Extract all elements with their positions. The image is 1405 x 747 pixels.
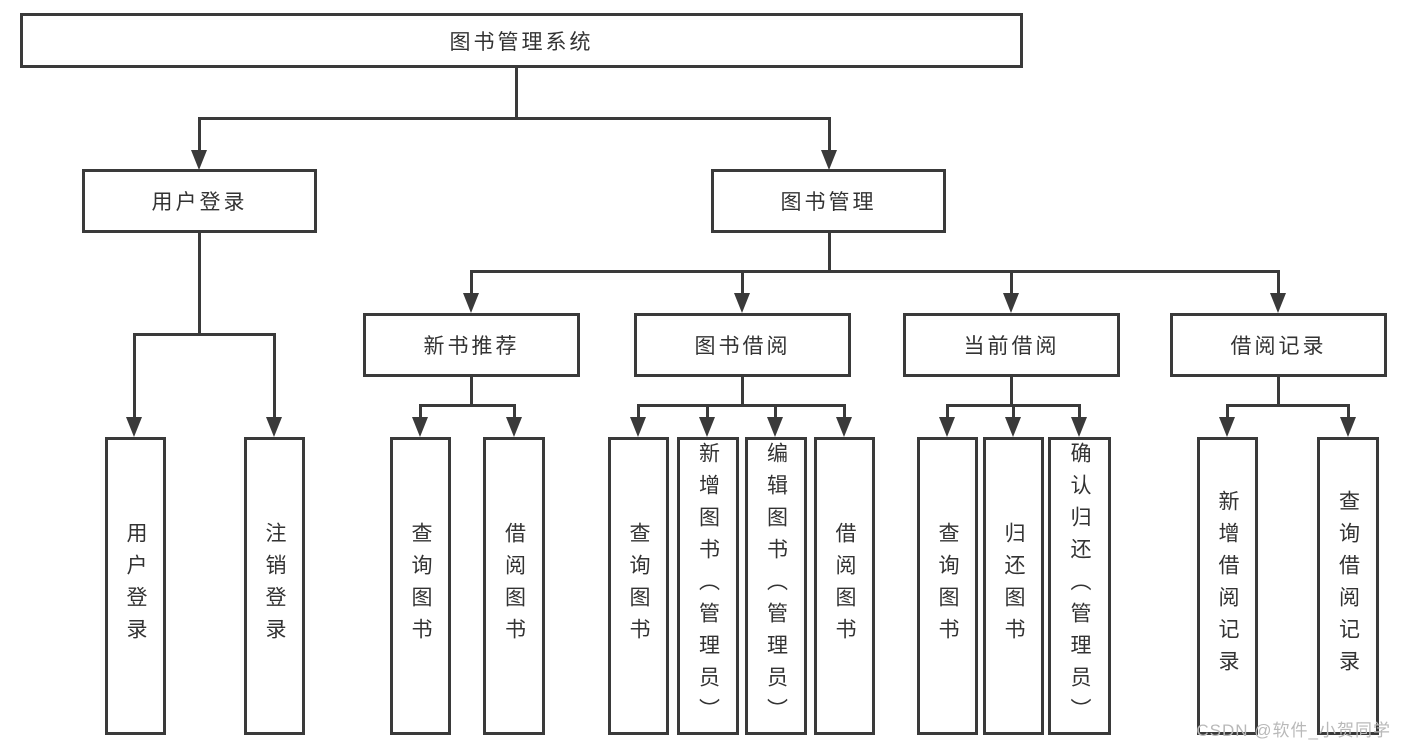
node-leaf-confirm-return-admin: 确认归还（管理员） (1048, 437, 1111, 735)
connector-drop-user-login (198, 117, 201, 152)
node-borrow-records-label: 借阅记录 (1230, 335, 1327, 358)
connector-drop-return-books (1012, 404, 1015, 419)
connector-borrow-records-rail (1226, 404, 1350, 407)
connector-drop-query-books-1 (419, 404, 422, 419)
csdn-watermark: CSDN @软件_小贺同学 (1196, 721, 1391, 740)
connector-book-borrow-rail (637, 404, 846, 407)
node-root: 图书管理系统 (20, 13, 1023, 68)
connector-new-book-rec-rail (419, 404, 516, 407)
connector-book-mgmt-rail (470, 270, 1280, 273)
node-root-label: 图书管理系统 (449, 30, 594, 54)
arrowhead-current-borrow-icon (1003, 293, 1019, 313)
arrowhead-book-borrow-icon (734, 293, 750, 313)
node-leaf-query-books-1: 查询图书 (390, 437, 451, 735)
node-leaf-logout: 注销登录 (244, 437, 305, 735)
node-book-borrow: 图书借阅 (634, 313, 851, 377)
node-current-borrow: 当前借阅 (903, 313, 1120, 377)
node-leaf-borrow-books-2: 借阅图书 (814, 437, 875, 735)
connector-drop-borrow-records (1277, 270, 1280, 295)
arrowhead-edit-books-icon (767, 417, 783, 437)
connector-user-login-rail (133, 333, 276, 336)
node-new-book-rec: 新书推荐 (363, 313, 580, 377)
connector-drop-query-borrow-record (1347, 404, 1350, 419)
connector-current-borrow-stem (1010, 377, 1013, 407)
connector-drop-query-books-2 (637, 404, 640, 419)
node-leaf-edit-books-admin: 编辑图书（管理员） (745, 437, 807, 735)
node-leaf-borrow-books-1: 借阅图书 (483, 437, 545, 735)
node-leaf-query-books-3-label: 查询图书 (936, 522, 959, 650)
node-leaf-query-books-2-label: 查询图书 (627, 522, 650, 650)
connector-drop-add-borrow-record (1226, 404, 1229, 419)
arrowhead-user-login-icon (191, 150, 207, 170)
connector-drop-leaf-user-login (133, 333, 136, 419)
connector-drop-borrow-books-1 (513, 404, 516, 419)
node-leaf-logout-label: 注销登录 (263, 522, 286, 650)
arrowhead-add-borrow-record-icon (1219, 417, 1235, 437)
node-leaf-borrow-books-1-label: 借阅图书 (502, 522, 526, 650)
node-leaf-user-login: 用户登录 (105, 437, 166, 735)
arrowhead-book-mgmt-icon (821, 150, 837, 170)
arrowhead-confirm-return-icon (1071, 417, 1087, 437)
arrowhead-leaf-user-login-icon (126, 417, 142, 437)
connector-user-login-stem (198, 233, 201, 336)
connector-book-mgmt-stem (828, 233, 831, 273)
connector-drop-current-borrow (1010, 270, 1013, 295)
node-leaf-query-borrow-record-label: 查询借阅记录 (1336, 490, 1360, 682)
arrowhead-query-books-2-icon (630, 417, 646, 437)
node-user-login-label: 用户登录 (151, 191, 248, 214)
node-leaf-return-books: 归还图书 (983, 437, 1044, 735)
node-book-mgmt: 图书管理 (711, 169, 946, 233)
connector-drop-new-book-rec (470, 270, 473, 295)
node-borrow-records: 借阅记录 (1170, 313, 1387, 377)
connector-drop-book-mgmt (828, 117, 831, 152)
connector-drop-add-books (706, 404, 709, 419)
node-book-mgmt-label: 图书管理 (780, 191, 877, 214)
arrowhead-borrow-records-icon (1270, 293, 1286, 313)
node-leaf-add-books-admin-label: 新增图书（管理员） (696, 442, 720, 730)
connector-drop-leaf-logout (273, 333, 276, 419)
node-leaf-user-login-label: 用户登录 (124, 522, 147, 650)
connector-book-borrow-stem (741, 377, 744, 407)
node-leaf-query-books-1-label: 查询图书 (409, 522, 432, 650)
node-leaf-add-borrow-record: 新增借阅记录 (1197, 437, 1258, 735)
node-leaf-confirm-return-admin-label: 确认归还（管理员） (1068, 442, 1091, 730)
arrowhead-query-books-3-icon (939, 417, 955, 437)
node-leaf-edit-books-admin-label: 编辑图书（管理员） (764, 442, 788, 730)
connector-drop-book-borrow (741, 270, 744, 295)
connector-root-stem (515, 68, 518, 119)
connector-drop-query-books-3 (946, 404, 949, 419)
node-leaf-borrow-books-2-label: 借阅图书 (833, 522, 856, 650)
connector-root-rail (198, 117, 831, 120)
arrowhead-query-books-1-icon (412, 417, 428, 437)
arrowhead-leaf-logout-icon (266, 417, 282, 437)
arrowhead-add-books-icon (699, 417, 715, 437)
node-leaf-add-borrow-record-label: 新增借阅记录 (1216, 490, 1239, 682)
arrowhead-borrow-books-2-icon (836, 417, 852, 437)
node-leaf-return-books-label: 归还图书 (1002, 522, 1025, 650)
node-current-borrow-label: 当前借阅 (963, 335, 1060, 358)
arrowhead-query-borrow-record-icon (1340, 417, 1356, 437)
node-new-book-rec-label: 新书推荐 (423, 335, 520, 358)
node-leaf-add-books-admin: 新增图书（管理员） (677, 437, 739, 735)
arrowhead-borrow-books-1-icon (506, 417, 522, 437)
arrowhead-new-book-rec-icon (463, 293, 479, 313)
connector-drop-edit-books (774, 404, 777, 419)
node-user-login: 用户登录 (82, 169, 317, 233)
node-leaf-query-borrow-record: 查询借阅记录 (1317, 437, 1379, 735)
connector-borrow-records-stem (1277, 377, 1280, 407)
node-leaf-query-books-3: 查询图书 (917, 437, 978, 735)
connector-drop-confirm-return (1078, 404, 1081, 419)
node-book-borrow-label: 图书借阅 (694, 335, 791, 358)
connector-new-book-rec-stem (470, 377, 473, 407)
connector-drop-borrow-books-2 (843, 404, 846, 419)
node-leaf-query-books-2: 查询图书 (608, 437, 669, 735)
arrowhead-return-books-icon (1005, 417, 1021, 437)
